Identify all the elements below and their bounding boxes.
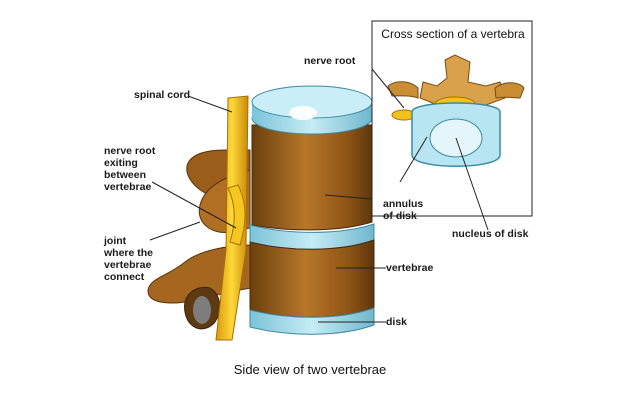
nerve-root-exiting — [227, 184, 246, 246]
label-nucleus: nucleus of disk — [452, 228, 529, 240]
bottom-disk — [249, 307, 375, 335]
figure-caption: Side view of two vertebrae — [233, 362, 387, 377]
inset-leader-lines — [371, 68, 489, 231]
label-joint: joint where the vertebrae connect — [104, 235, 154, 283]
label-annulus: annulus of disk — [383, 198, 424, 222]
upper-vertebra — [251, 85, 373, 231]
label-nerve-root-exiting: nerve root exiting between vertebrae — [104, 145, 156, 193]
spinal-cord — [215, 95, 249, 341]
label-disk: disk — [386, 316, 408, 328]
label-nerve-root: nerve root — [304, 55, 356, 67]
leader-lines — [149, 95, 386, 323]
lower-vertebra — [249, 239, 375, 318]
label-spinal-cord: spinal cord — [134, 89, 191, 101]
cross-section-illustration — [387, 54, 525, 167]
inset-title: Cross section of a vertebra — [381, 27, 525, 41]
label-vertebrae: vertebrae — [386, 262, 434, 274]
